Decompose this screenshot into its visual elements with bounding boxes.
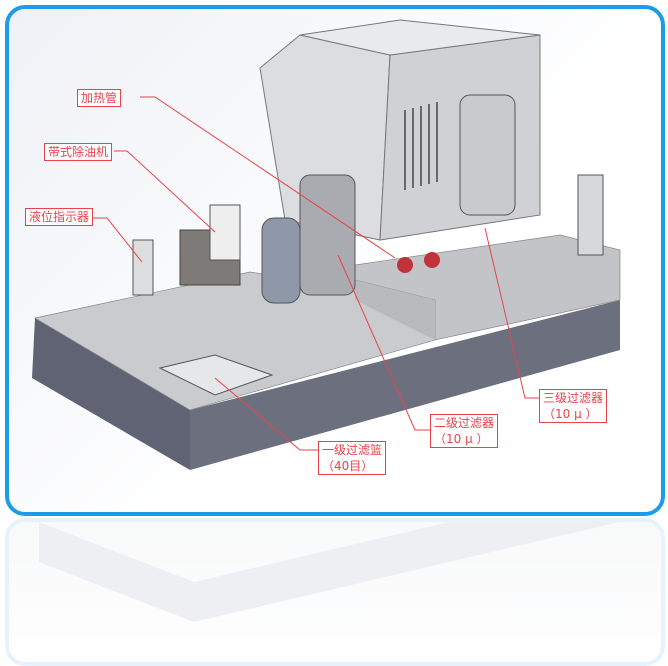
oil-skimmer-housing xyxy=(209,204,241,261)
label-filter1: 一级过滤篮 （40目） xyxy=(318,441,387,475)
base-step xyxy=(355,280,435,340)
filter-basket xyxy=(158,354,274,396)
leader-level xyxy=(93,217,143,263)
base-right-face xyxy=(190,300,620,470)
label-belt-oil-skimmer: 带式除油机 xyxy=(44,143,113,161)
label-heating-tube: 加热管 xyxy=(77,89,122,107)
leader-filter3 xyxy=(484,227,539,399)
reflection-machine xyxy=(39,522,619,622)
reflection xyxy=(5,518,665,666)
cabinet-vents xyxy=(404,102,438,190)
leader-filter1 xyxy=(214,377,318,451)
base-front-face xyxy=(32,318,190,470)
filter2-vessel xyxy=(299,174,356,296)
filter3-vessel xyxy=(459,94,516,216)
pump xyxy=(577,174,604,256)
filter1-spec: （40目） xyxy=(322,459,374,473)
filter2-name: 二级过滤器 xyxy=(434,416,495,430)
cabinet-top xyxy=(299,19,541,56)
leader-filter2 xyxy=(337,254,430,431)
level-indicator xyxy=(132,239,154,296)
filter2-spec: （10 μ ） xyxy=(434,432,489,446)
leader-skimmer xyxy=(114,150,216,233)
leader-heating-tube xyxy=(140,96,396,259)
tank xyxy=(261,217,301,304)
heater-2 xyxy=(424,252,440,268)
label-level-indicator: 液位指示器 xyxy=(25,208,94,226)
label-filter3: 三级过滤器 （10 μ ） xyxy=(539,389,608,423)
label-filter2: 二级过滤器 （10 μ ） xyxy=(430,414,499,448)
filter1-name: 一级过滤篮 xyxy=(322,443,383,457)
filter3-name: 三级过滤器 xyxy=(543,391,604,405)
heater-1 xyxy=(397,257,413,273)
filter3-spec: （10 μ ） xyxy=(543,407,598,421)
